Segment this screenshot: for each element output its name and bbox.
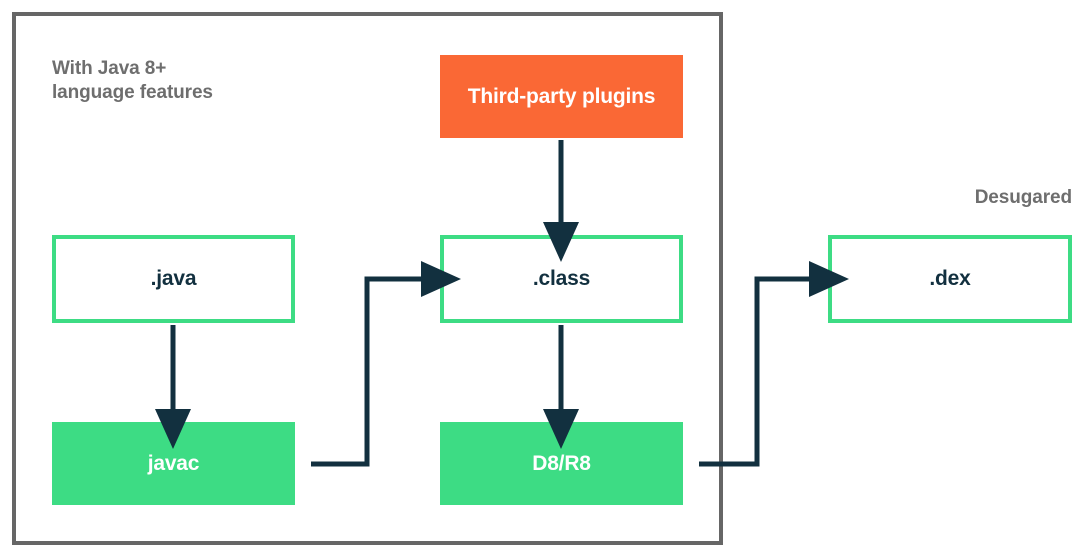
group-caption-java8: With Java 8+ language features bbox=[52, 58, 213, 104]
node-class-file[interactable]: .class bbox=[440, 235, 683, 323]
node-javac[interactable]: javac bbox=[52, 422, 295, 505]
node-dex-file[interactable]: .dex bbox=[828, 235, 1072, 323]
caption-desugared: Desugared bbox=[974, 187, 1072, 208]
node-java-source[interactable]: .java bbox=[52, 235, 295, 323]
node-third-party-plugins[interactable]: Third-party plugins bbox=[440, 55, 683, 138]
node-d8r8[interactable]: D8/R8 bbox=[440, 422, 683, 505]
